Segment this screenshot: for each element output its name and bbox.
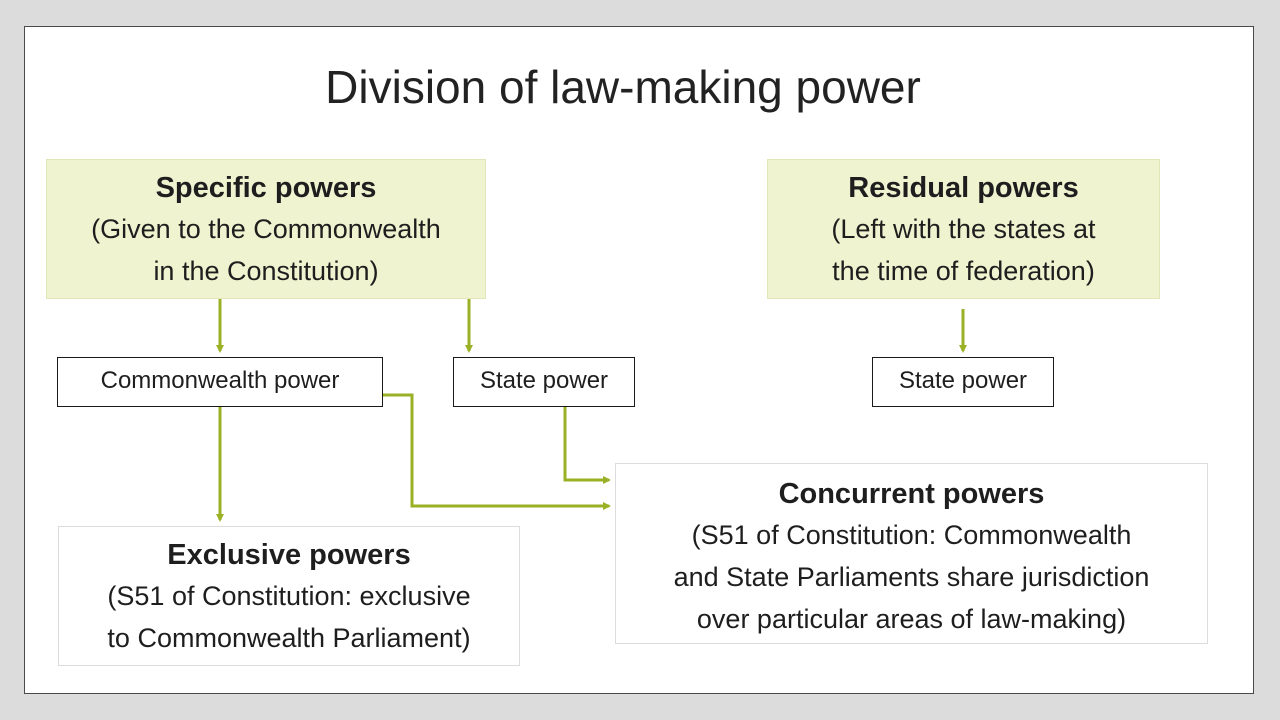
exclusive-powers-desc-line2: to Commonwealth Parliament) [107,623,471,653]
concurrent-powers-desc-line3: over particular areas of law-making) [696,604,1127,634]
concurrent-powers-desc-line2: and State Parliaments share jurisdiction [673,562,1150,592]
specific-powers-heading: Specific powers [155,172,377,204]
exclusive-powers-heading: Exclusive powers [167,539,411,571]
residual-powers-desc-line1: (Left with the states at [831,214,1096,244]
specific-powers-desc-line2: in the Constitution) [153,256,379,286]
residual-powers-desc-line2: the time of federation) [832,256,1095,286]
concurrent-powers-heading: Concurrent powers [778,478,1045,510]
diagram-title: Division of law-making power [325,61,921,113]
exclusive-powers-box: Exclusive powers (S51 of Constitution: e… [58,526,520,666]
concurrent-powers-desc-line1: (S51 of Constitution: Commonwealth [691,520,1132,550]
exclusive-powers-desc-line1: (S51 of Constitution: exclusive [107,581,471,611]
commonwealth-power-label: Commonwealth power [57,357,383,407]
residual-powers-heading: Residual powers [848,172,1079,204]
specific-powers-box: Specific powers (Given to the Commonweal… [46,159,486,299]
concurrent-powers-box: Concurrent powers (S51 of Constitution: … [615,463,1208,644]
state-power-label-right: State power [872,357,1054,407]
arrow-state-to-concurrent [563,407,611,484]
specific-powers-desc-line1: (Given to the Commonwealth [91,214,441,244]
arrow-commonwealth-to-concurrent [383,393,611,510]
state-power-label-left: State power [453,357,635,407]
residual-powers-box: Residual powers (Left with the states at… [767,159,1160,299]
